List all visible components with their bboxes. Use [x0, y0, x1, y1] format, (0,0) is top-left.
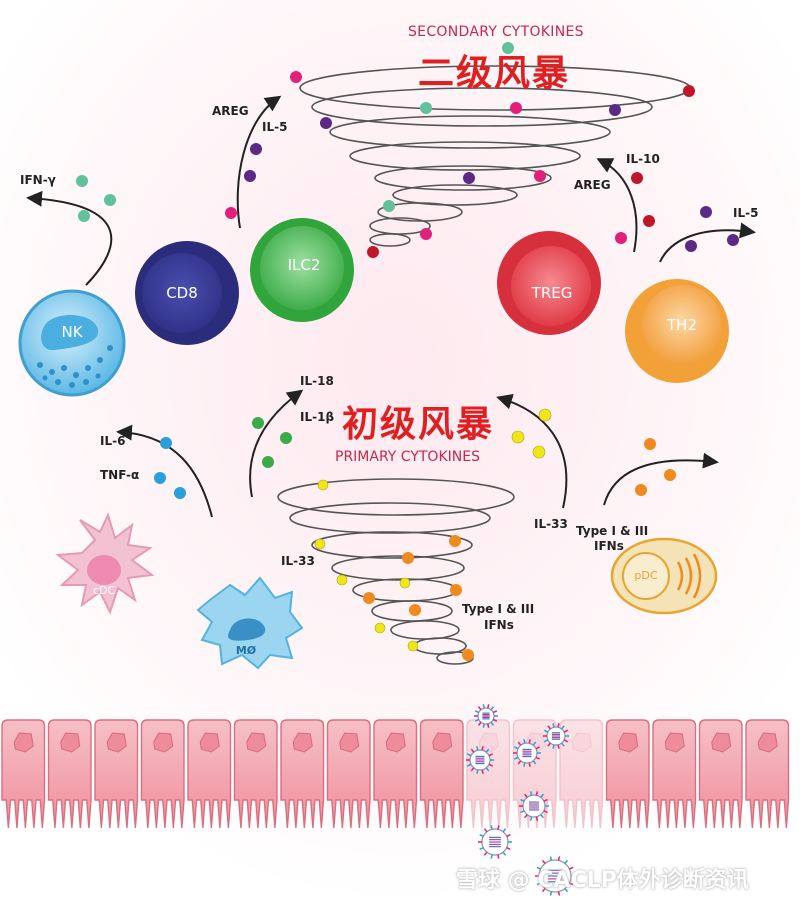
- areg-right-label: AREG: [574, 178, 611, 192]
- pdc-ifn-arrow: [603, 452, 719, 506]
- macrophage-il18-arrow: [249, 389, 304, 498]
- ifn-gamma-label: IFN-γ: [20, 173, 56, 187]
- th2-label: TH2: [667, 316, 697, 334]
- watermark: 雪球 @ CACLP体外诊断资讯: [456, 868, 749, 893]
- ilc2-cell: [250, 218, 354, 322]
- epithelial-cell: [373, 719, 418, 829]
- macrophage-label: MØ: [235, 644, 257, 657]
- il18-label: IL-18: [300, 374, 334, 388]
- cytokine-arrows: [26, 95, 756, 518]
- virus-particle: [513, 739, 541, 767]
- arrow-cytokine-dots: [76, 143, 739, 499]
- infected-epithelial-cell: [559, 719, 604, 829]
- treg-il10-arrow: [596, 158, 638, 253]
- treg-cell: [497, 231, 601, 335]
- epithelial-cell: [745, 719, 790, 829]
- ilc2-label: ILC2: [287, 256, 321, 274]
- pdc-cell: [610, 537, 718, 615]
- secondary-storm-title: 二级风暴: [418, 53, 571, 94]
- nk-label: NK: [61, 323, 83, 341]
- nk-cell: [18, 289, 126, 397]
- areg-left-label: AREG: [212, 104, 249, 118]
- virus-particle: [466, 746, 494, 774]
- epithelial-cell: [652, 719, 697, 829]
- epithelial-cell: [94, 719, 139, 829]
- epithelial-cell: [419, 719, 464, 829]
- macrophage-cell: [196, 576, 304, 670]
- il33-left-label: IL-33: [281, 554, 315, 568]
- pdc-label: pDC: [634, 569, 658, 582]
- ilc2-areg-arrow: [236, 95, 282, 229]
- virus-particle: [519, 791, 549, 821]
- epithelial-cell: [233, 719, 278, 829]
- cdc-cell: [55, 512, 155, 615]
- pdc-ifn-label-line1: Type I & III: [576, 524, 649, 538]
- nk-ifn-arrow: [26, 190, 113, 286]
- epithelial-cell: [1, 719, 46, 829]
- il6-label: IL-6: [100, 434, 126, 448]
- virus-particle: [535, 856, 575, 896]
- treg-label: TREG: [531, 284, 573, 302]
- il33-right-label: IL-33: [534, 517, 568, 531]
- virus-particle: [478, 825, 512, 859]
- epithelial-cell: [280, 719, 325, 829]
- virus-particle: [543, 723, 569, 749]
- epithelial-cell: [187, 719, 232, 829]
- pdc-ifn-label-line2: IFNs: [594, 539, 624, 553]
- il10-label: IL-10: [626, 152, 660, 166]
- funnel-ifn-label-line1: Type I & III: [462, 602, 535, 616]
- virus-particle: [474, 704, 498, 728]
- secondary-cytokines-title: SECONDARY CYTOKINES: [408, 24, 584, 40]
- primary-storm-title: 初级风暴: [342, 404, 495, 445]
- epithelial-cell: [326, 719, 371, 829]
- epithelial-cell: [605, 719, 650, 829]
- th2-cell: [625, 279, 729, 383]
- cdc-il6-arrow: [116, 424, 213, 518]
- cd8-cell: [135, 241, 239, 345]
- primary-cytokines-title: PRIMARY CYTOKINES: [335, 449, 480, 465]
- il5-left-label: IL-5: [262, 120, 288, 134]
- secondary-funnel-dots: [290, 42, 695, 258]
- cd8-label: CD8: [166, 284, 198, 302]
- epithelial-cell: [140, 719, 185, 829]
- il1b-label: IL-1β: [300, 410, 335, 424]
- funnel-ifn-label-line2: IFNs: [484, 618, 514, 632]
- secondary-cytokine-funnel: [299, 65, 691, 247]
- il5-right-label: IL-5: [733, 206, 759, 220]
- il33-right-arrow: [496, 393, 568, 509]
- tnfa-label: TNF-α: [100, 468, 140, 482]
- virus-particles: [466, 704, 575, 896]
- cdc-label: cDC: [92, 584, 116, 597]
- epithelial-cell: [698, 719, 743, 829]
- epithelial-cell: [47, 719, 92, 829]
- primary-funnel-dots: [314, 479, 474, 661]
- th2-il5-arrow: [659, 222, 756, 263]
